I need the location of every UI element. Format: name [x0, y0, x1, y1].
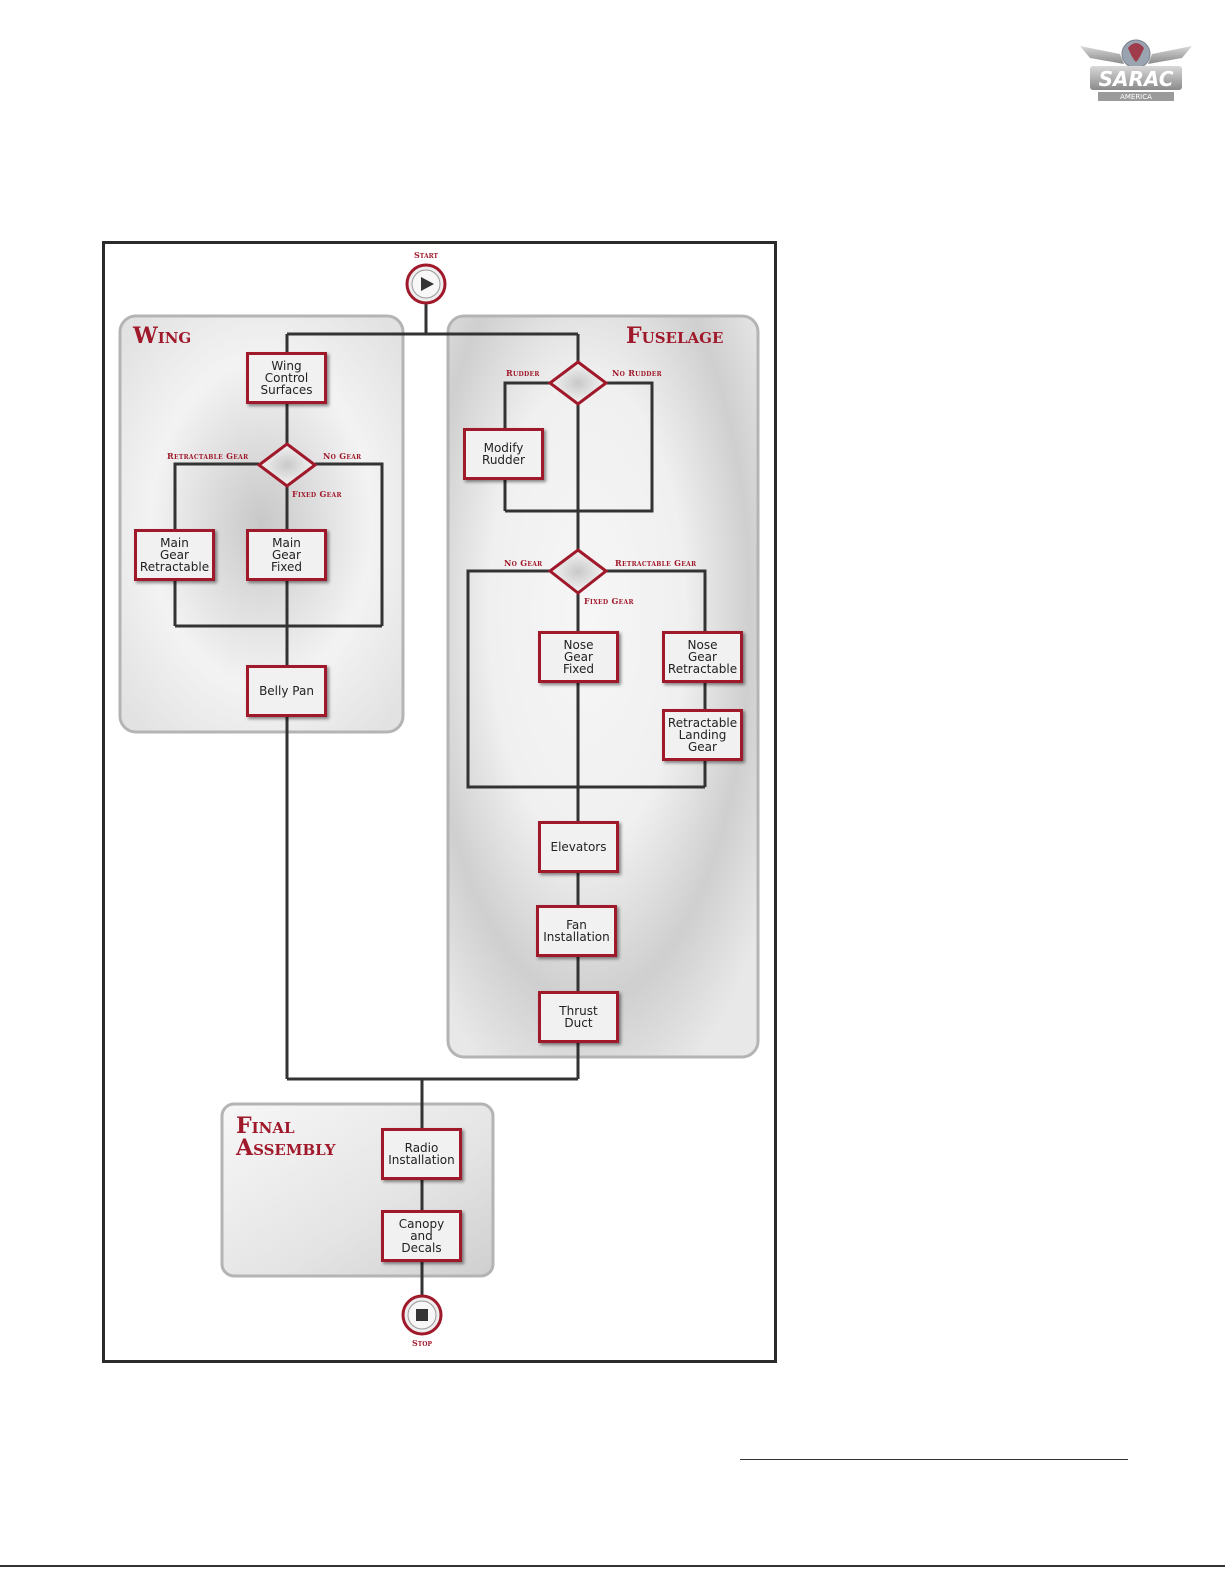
fuselage-region	[446, 314, 760, 1059]
step-nose-gear-retractable: Nose Gear Retractable	[662, 631, 743, 683]
step-fan-installation: Fan Installation	[536, 905, 617, 957]
flowchart-canvas	[118, 263, 760, 1336]
condition-rudder: Rudder	[506, 368, 540, 378]
wing-region	[118, 314, 405, 734]
condition-wing-retractable-gear: Retractable Gear	[167, 451, 249, 461]
right-wing-icon	[1148, 46, 1192, 64]
step-main-gear-fixed: Main Gear Fixed	[246, 529, 327, 581]
step-wing-control-surfaces: Wing Control Surfaces	[246, 352, 327, 404]
left-wing-icon	[1080, 46, 1124, 64]
footer-rule	[740, 1459, 1128, 1460]
fuselage-title: Fuselage	[626, 323, 724, 349]
sarac-america-logo: SARAC AMERICA	[1080, 39, 1192, 101]
stop-terminal	[401, 1294, 443, 1336]
fuselage-gear-decision-diamond	[547, 548, 609, 595]
connector-lines	[173, 304, 707, 1296]
wing-title: Wing	[133, 323, 192, 349]
condition-fuselage-no-gear: No Gear	[504, 558, 543, 568]
play-icon	[421, 277, 434, 291]
rudder-decision-diamond	[547, 360, 609, 406]
condition-fuselage-fixed-gear: Fixed Gear	[584, 596, 634, 606]
svg-text:SARAC: SARAC	[1099, 67, 1174, 91]
final-assembly-title: Final Assembly	[236, 1113, 336, 1161]
step-radio-installation: Radio Installation	[381, 1128, 462, 1180]
start-label: Start	[414, 250, 438, 260]
condition-no-rudder: No Rudder	[612, 368, 662, 378]
start-terminal	[405, 263, 447, 305]
step-modify-rudder: Modify Rudder	[463, 428, 544, 480]
step-belly-pan: Belly Pan	[246, 665, 327, 717]
assembly-flowchart: Start Stop Wing Fuselage Final Assembly …	[102, 241, 777, 1363]
step-retractable-landing-gear: Retractable Landing Gear	[662, 709, 743, 761]
step-canopy-and-decals: Canopy and Decals	[381, 1210, 462, 1262]
svg-text:AMERICA: AMERICA	[1120, 93, 1152, 101]
step-main-gear-retractable: Main Gear Retractable	[134, 529, 215, 581]
stop-icon	[416, 1309, 428, 1321]
step-thrust-duct: Thrust Duct	[538, 991, 619, 1043]
page-bottom-rule	[0, 1565, 1225, 1567]
wing-gear-decision-diamond	[256, 442, 318, 488]
condition-fuselage-retractable-gear: Retractable Gear	[615, 558, 697, 568]
condition-wing-no-gear: No Gear	[323, 451, 362, 461]
step-elevators: Elevators	[538, 821, 619, 873]
condition-wing-fixed-gear: Fixed Gear	[292, 489, 342, 499]
step-nose-gear-fixed: Nose Gear Fixed	[538, 631, 619, 683]
stop-label: Stop	[412, 1338, 432, 1348]
